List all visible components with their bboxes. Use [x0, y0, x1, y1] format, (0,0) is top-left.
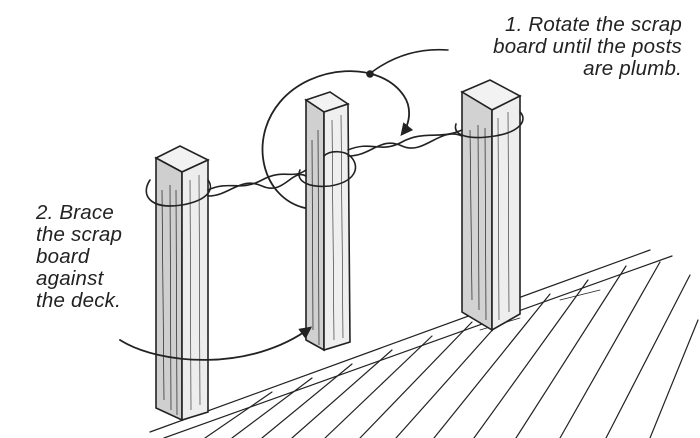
post-right — [460, 79, 522, 332]
callout-2-line-3: board — [36, 245, 90, 268]
rotation-arrow-icon — [261, 70, 414, 209]
callout-rotate-board: 1. Rotate the scrap board until the post… — [493, 14, 682, 80]
callout-1-line-1: 1. Rotate the scrap — [504, 13, 682, 36]
callout-2-line-2: the scrap — [36, 223, 123, 246]
callout-2-line-4: against — [36, 267, 104, 290]
callout-2-line-1: 2. Brace — [36, 201, 114, 224]
twisted-rope — [145, 111, 524, 207]
deck — [149, 249, 699, 438]
post-middle — [304, 91, 351, 352]
callout-1-line-3: are plumb. — [583, 57, 682, 80]
callout-brace-board: 2. Brace the scrap board against the dec… — [36, 202, 122, 312]
post-left — [154, 145, 210, 422]
callout-2-line-5: the deck. — [36, 289, 121, 312]
callout-1-line-2: board until the posts — [493, 35, 682, 58]
brace-arrow-icon — [119, 326, 313, 361]
callout-1-leader — [366, 48, 449, 78]
